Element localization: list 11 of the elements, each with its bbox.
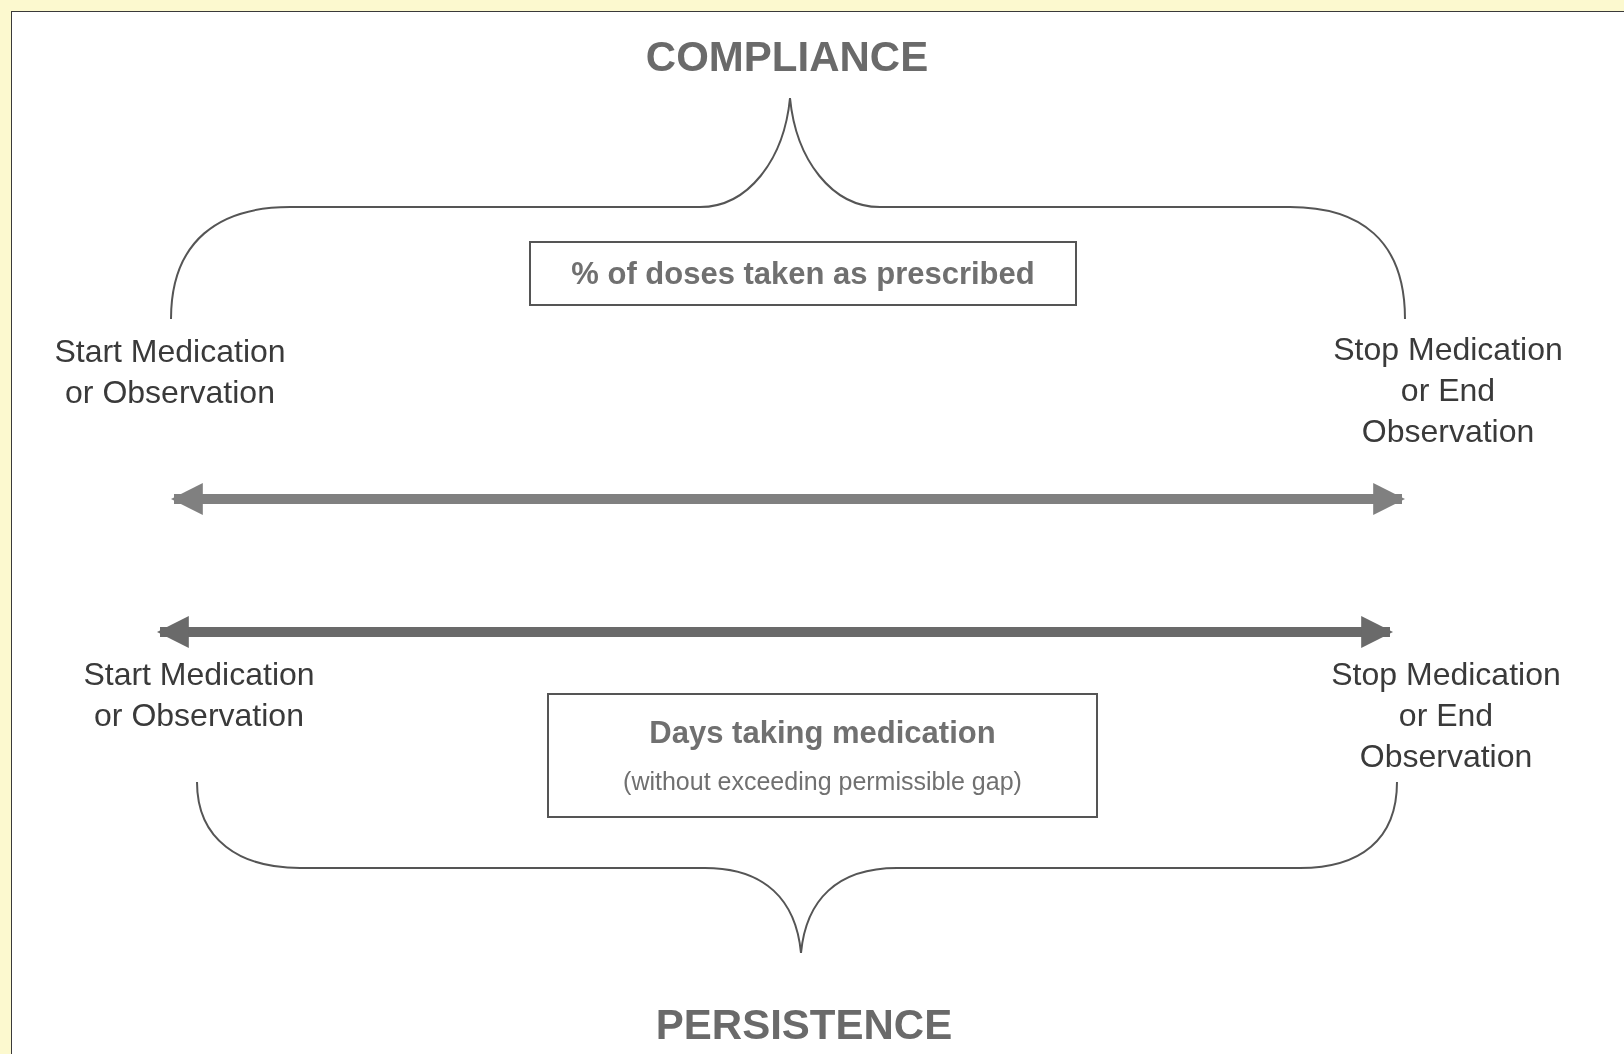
timeline-label: Stop Medication or End Observation (1332, 330, 1564, 451)
text-box (547, 693, 1098, 818)
timeline-label: Start Medication or Observation (53, 332, 287, 412)
section-heading: PERSISTENCE (654, 1000, 954, 1050)
timeline-label: Start Medication or Observation (82, 655, 316, 735)
box-heading: Days taking medication (649, 715, 996, 751)
box-note: (without exceeding permissible gap) (623, 767, 1022, 796)
timeline-label: Stop Medication or End Observation (1330, 655, 1562, 776)
box-heading: % of doses taken as prescribed (571, 255, 1035, 292)
section-heading: COMPLIANCE (644, 32, 930, 82)
text-box (529, 241, 1077, 306)
